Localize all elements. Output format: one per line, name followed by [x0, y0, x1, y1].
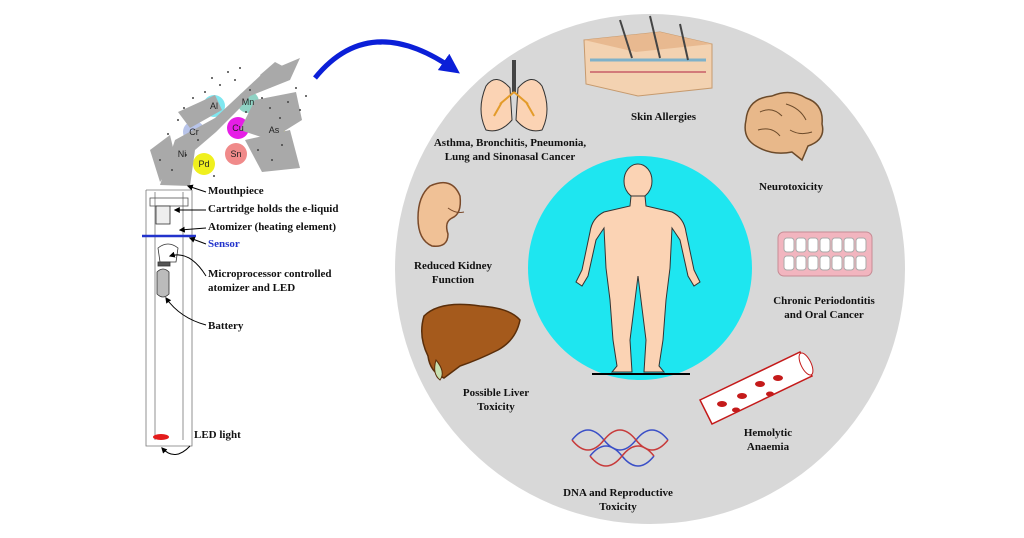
liver-icon: [421, 303, 521, 381]
element-sn: Sn: [224, 142, 248, 166]
dna-icon: [571, 429, 669, 467]
led-light: [153, 434, 169, 440]
label-microprocessor: Microprocessor controlled atomizer and L…: [208, 268, 332, 294]
label-lungs: Asthma, Bronchitis, Pneumonia, Lung and …: [433, 137, 587, 163]
label-battery: Battery: [208, 320, 244, 332]
label-hemolytic: Hemolytic Anaemia: [743, 427, 793, 453]
e-cigarette-icon: [145, 189, 193, 447]
label-dna: DNA and Reproductive Toxicity: [563, 487, 673, 513]
label-atomizer: Atomizer (heating element): [208, 221, 337, 233]
element-al-symbol: Al: [209, 101, 218, 111]
element-cr: Cr: [182, 120, 206, 144]
element-as-symbol: As: [268, 125, 280, 135]
teeth-icon: [777, 231, 873, 277]
element-as: As: [262, 118, 286, 142]
label-kidney: Reduced Kidney Function: [414, 260, 492, 286]
label-led: LED light: [194, 429, 241, 441]
element-ni: Ni: [170, 142, 194, 166]
label-cartridge: Cartridge holds the e-liquid: [208, 203, 339, 215]
label-sensor: Sensor: [208, 238, 240, 250]
label-skin: Skin Allergies: [631, 111, 697, 123]
element-mn-symbol: Mn: [241, 97, 255, 107]
label-mouthpiece: Mouthpiece: [208, 185, 264, 197]
brain-icon: [744, 91, 824, 162]
skin-icon: [583, 15, 713, 97]
transfer-arrow: [313, 39, 460, 80]
element-al: Al: [202, 94, 226, 118]
vapor-plume: [150, 58, 302, 186]
element-cu: Cu: [226, 116, 250, 140]
element-ni-symbol: Ni: [177, 149, 187, 159]
element-cr-symbol: Cr: [189, 127, 199, 137]
particle-dots: [159, 67, 307, 177]
element-sn-symbol: Sn: [230, 149, 242, 159]
element-mn: Mn: [236, 90, 260, 114]
label-liver: Possible Liver Toxicity: [462, 387, 530, 413]
element-cu-symbol: Cu: [232, 123, 244, 133]
kidney-icon: [417, 181, 465, 247]
label-periodontitis: Chronic Periodontitis and Oral Cancer: [773, 295, 875, 321]
blood-vessel-icon: [698, 351, 814, 425]
label-neuro: Neurotoxicity: [759, 181, 823, 193]
human-body-icon: [575, 163, 701, 373]
device-pointers: [161, 184, 207, 455]
element-pd-symbol: Pd: [198, 159, 210, 169]
element-pd: Pd: [192, 152, 216, 176]
lungs-icon: [480, 60, 548, 132]
